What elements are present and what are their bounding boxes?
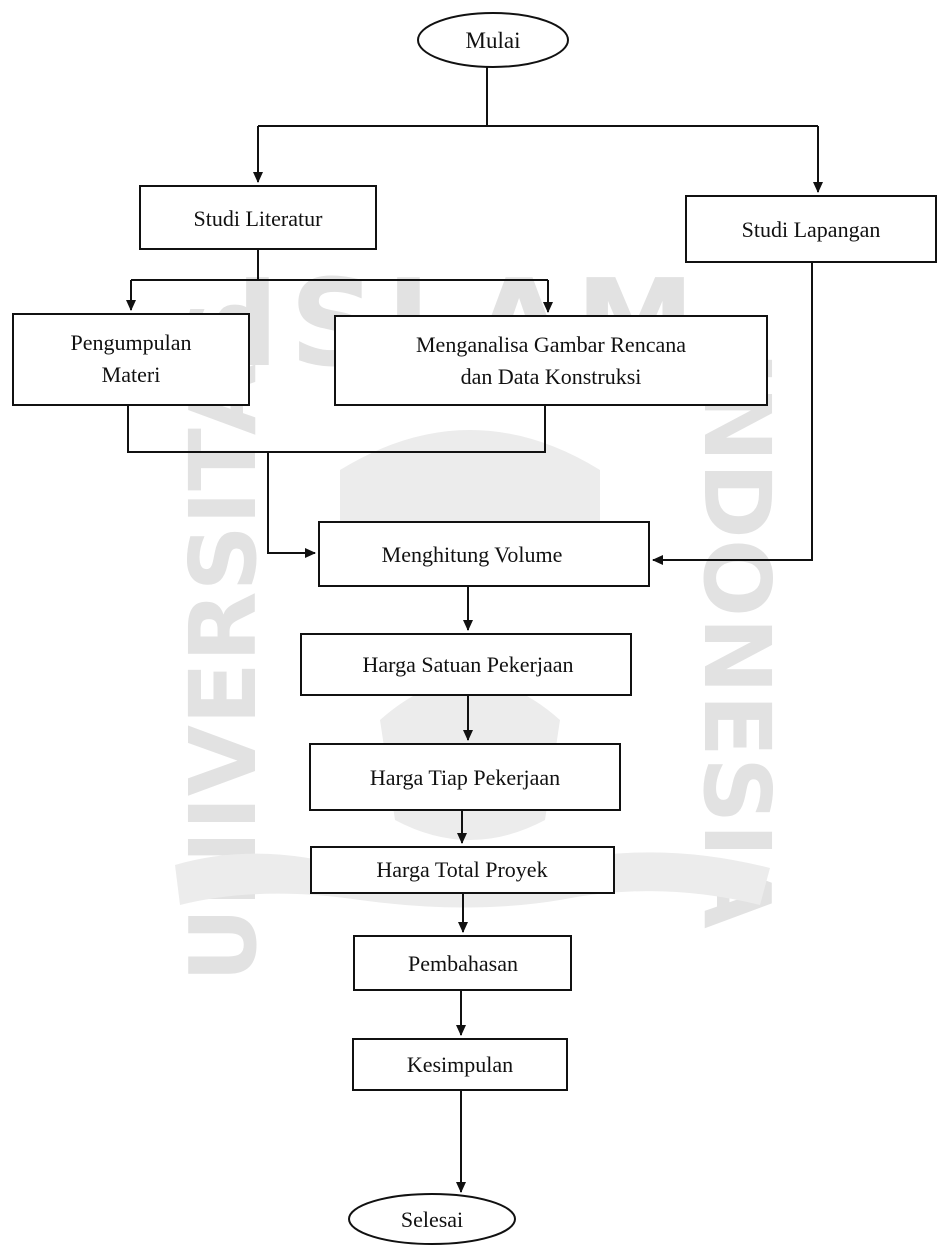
end-label: Selesai [401, 1207, 463, 1232]
connectors [126, 65, 823, 1193]
studi-lapangan-box [685, 195, 937, 263]
node-harga-tiap: Harga Tiap Pekerjaan [309, 743, 621, 811]
node-harga-total: Harga Total Proyek [310, 846, 615, 894]
node-menganalisa: Menganalisa Gambar Rencana dan Data Kons… [334, 315, 768, 406]
menghitung-volume-box [318, 521, 650, 587]
node-harga-satuan: Harga Satuan Pekerjaan [300, 633, 632, 696]
node-selesai: Selesai [348, 1193, 516, 1245]
arrow-merge-to-volume [267, 452, 316, 558]
arrow-lapangan-to-volume [652, 262, 813, 565]
pengumpulan-box [12, 313, 250, 406]
wire-pengumpulan-merge [127, 405, 546, 453]
studi-literatur-box [139, 185, 377, 250]
studi-lapangan-label: Studi Lapangan [742, 217, 881, 242]
watermark-right-text: INDONESIA [683, 351, 790, 928]
harga-satuan-label: Harga Satuan Pekerjaan [363, 652, 574, 677]
menganalisa-box [334, 315, 768, 406]
menghitung-volume-label: Menghitung Volume [382, 542, 563, 567]
harga-tiap-label: Harga Tiap Pekerjaan [370, 765, 560, 790]
kesimpulan-label: Kesimpulan [407, 1052, 513, 1077]
node-menghitung-volume: Menghitung Volume [318, 521, 650, 587]
terminator-end-shape [348, 1193, 516, 1245]
menganalisa-label-line2: dan Data Konstruksi [461, 364, 642, 389]
node-studi-literatur: Studi Literatur [139, 185, 377, 250]
harga-satuan-box [300, 633, 632, 696]
start-label: Mulai [466, 28, 521, 53]
node-pembahasan: Pembahasan [353, 935, 572, 991]
node-mulai: Mulai [417, 12, 569, 68]
terminator-start-shape [417, 12, 569, 68]
studi-literatur-label: Studi Literatur [194, 206, 324, 231]
node-pengumpulan-materi: Pengumpulan Materi [12, 313, 250, 406]
harga-total-box [310, 846, 615, 894]
pengumpulan-label-line1: Pengumpulan [71, 330, 192, 355]
harga-tiap-box [309, 743, 621, 811]
harga-total-label: Harga Total Proyek [376, 857, 547, 882]
pengumpulan-label-line2: Materi [102, 362, 161, 387]
pembahasan-box [353, 935, 572, 991]
node-kesimpulan: Kesimpulan [352, 1038, 568, 1091]
kesimpulan-box [352, 1038, 568, 1091]
menganalisa-label-line1: Menganalisa Gambar Rencana [416, 332, 686, 357]
pembahasan-label: Pembahasan [408, 951, 518, 976]
node-studi-lapangan: Studi Lapangan [685, 195, 937, 263]
